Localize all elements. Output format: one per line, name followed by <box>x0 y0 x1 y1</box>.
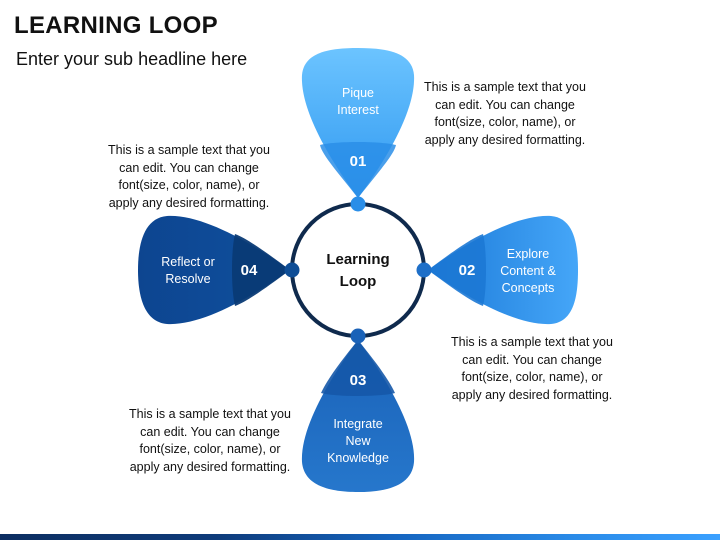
description-04: This is a sample text that you can edit.… <box>89 142 289 212</box>
petal-01: Pique Interest 01 <box>301 48 415 198</box>
description-02-line2: can edit. You can change <box>462 352 602 367</box>
petal-03: 03 Integrate New Knowledge <box>301 340 415 492</box>
description-01: This is a sample text that you can edit.… <box>405 79 605 149</box>
center-label-line2: Loop <box>340 273 377 290</box>
description-04-line4: apply any desired formatting. <box>108 195 270 210</box>
description-04-line1: This is a sample text that you <box>108 143 270 157</box>
petal-02-label-line1: Explore <box>507 247 549 261</box>
petal-02: Explore Content & Concepts 02 <box>428 215 578 325</box>
description-01-line3: font(size, color, name), or <box>434 115 576 129</box>
description-02: This is a sample text that you can edit.… <box>432 334 632 404</box>
petal-03-label-line1: Integrate <box>333 417 382 431</box>
description-03-line1: This is a sample text that you <box>129 407 291 421</box>
description-03-line2: can edit. You can change <box>140 424 280 439</box>
description-02-line3: font(size, color, name), or <box>461 370 603 384</box>
petal-01-number: 01 <box>350 153 367 170</box>
description-03-line3: font(size, color, name), or <box>139 442 281 456</box>
description-01-line2: can edit. You can change <box>435 97 575 112</box>
description-02-line4: apply any desired formatting. <box>451 387 613 402</box>
description-03-line4: apply any desired formatting. <box>129 459 291 474</box>
petal-04-number: 04 <box>241 262 258 279</box>
page-title: LEARNING LOOP <box>14 12 218 39</box>
description-02-line1: This is a sample text that you <box>451 335 613 349</box>
center-label-line1: Learning <box>326 251 389 268</box>
petal-03-label-line3: Knowledge <box>327 451 389 465</box>
petal-04-label-line2: Resolve <box>165 272 210 286</box>
connector-dot-top <box>350 196 366 212</box>
description-01-line1: This is a sample text that you <box>424 80 586 94</box>
petal-03-label-line2: New <box>345 434 371 448</box>
petal-02-number: 02 <box>459 262 476 279</box>
connector-dot-left <box>284 262 300 278</box>
petal-03-number: 03 <box>350 372 367 389</box>
connector-dot-right <box>416 262 432 278</box>
petal-04-label-line1: Reflect or <box>161 255 215 269</box>
petal-01-label-line2: Interest <box>337 103 379 117</box>
petal-02-label-line2: Content & <box>500 264 556 278</box>
petal-02-label-line3: Concepts <box>502 281 555 295</box>
connector-dot-bottom <box>350 328 366 344</box>
center-ring <box>290 202 426 338</box>
petal-01-label-line1: Pique <box>342 86 374 100</box>
page-subtitle: Enter your sub headline here <box>16 49 248 69</box>
bottom-accent-bar <box>0 534 720 540</box>
description-03: This is a sample text that you can edit.… <box>110 406 310 476</box>
description-04-line2: can edit. You can change <box>119 160 259 175</box>
description-04-line3: font(size, color, name), or <box>118 178 260 192</box>
petal-04: Reflect or Resolve 04 <box>138 215 290 325</box>
description-01-line4: apply any desired formatting. <box>424 132 586 147</box>
